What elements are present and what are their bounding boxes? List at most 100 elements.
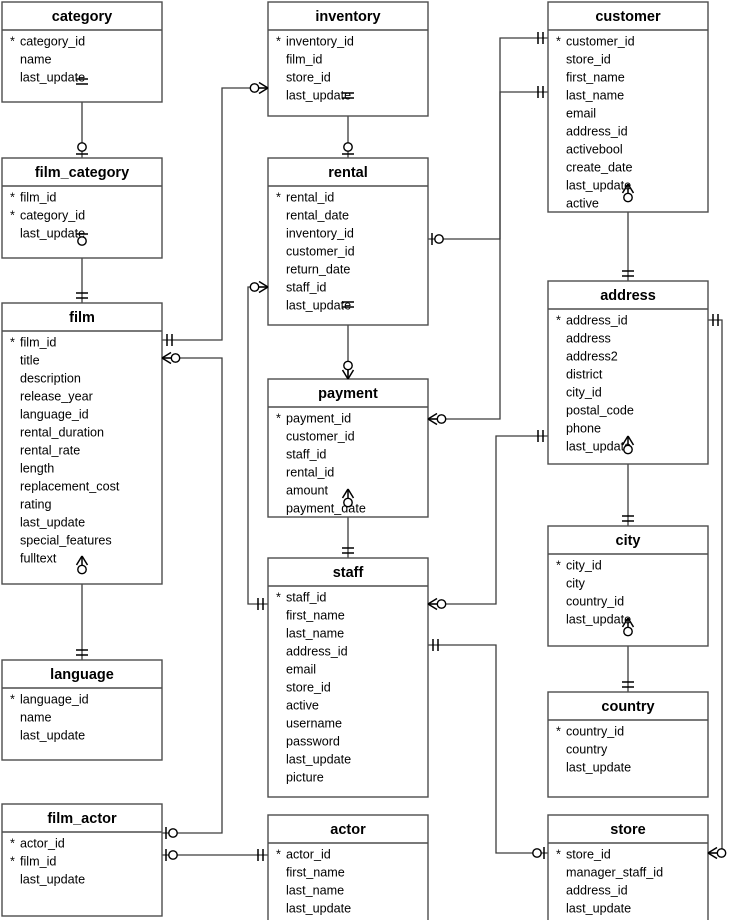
relationship-rental-customer[interactable] (428, 37, 548, 240)
entity-attribute: customer_id (286, 429, 355, 443)
entity-table-inventory[interactable]: inventory*inventory_idfilm_idstore_idlas… (267, 1, 429, 117)
entity-title: film (69, 310, 95, 326)
cardinality-rental-customer-from (431, 233, 444, 245)
entity-attribute: last_update (286, 752, 351, 766)
entity-attribute: staff_id (286, 447, 326, 461)
entity-attribute: description (20, 371, 81, 385)
cardinality-address-city-from (621, 435, 635, 455)
entity-outline (547, 814, 709, 920)
entity-outline (1, 1, 163, 103)
entity-attribute: address2 (566, 349, 618, 363)
entity-attribute: first_name (286, 608, 345, 622)
entity-title: staff (333, 565, 364, 581)
primary-key-marker: * (556, 847, 561, 861)
cardinality-film-language-to (76, 649, 88, 656)
entity-attribute: special_features (20, 533, 112, 547)
entity-outline (547, 1, 709, 213)
entity-attribute: length (20, 461, 54, 475)
entity-attribute: district (566, 367, 603, 381)
primary-key-marker: * (276, 847, 281, 861)
entity-attribute: country_id (566, 724, 624, 738)
primary-key-marker: * (276, 34, 281, 48)
entity-attribute: rating (20, 497, 52, 511)
cardinality-city-country-to (622, 681, 634, 688)
entity-attribute: username (286, 716, 342, 730)
entity-title: language (50, 667, 114, 683)
entity-attribute: language_id (20, 692, 89, 706)
cardinality-film-inventory-to (249, 81, 269, 95)
entity-table-store[interactable]: store*store_idmanager_staff_idaddress_id… (547, 814, 709, 920)
cardinality-address-store-to (707, 846, 727, 860)
entity-title: rental (328, 165, 368, 181)
cardinality-staff-address-from (427, 597, 447, 611)
entity-attribute: last_update (566, 760, 631, 774)
relationship-staff-store[interactable] (428, 644, 548, 854)
entity-attribute: film_id (20, 335, 56, 349)
entity-attribute: name (20, 52, 52, 66)
entity-attribute: email (566, 106, 596, 120)
primary-key-marker: * (10, 34, 15, 48)
entity-attribute: rental_duration (20, 425, 104, 439)
entity-outline (1, 302, 163, 585)
entity-attribute: phone (566, 421, 601, 435)
entity-attribute: store_id (566, 847, 611, 861)
entity-attribute: last_update (20, 728, 85, 742)
cardinality-customer-address-to (622, 270, 634, 277)
cardinality-staff-store-from (432, 639, 439, 651)
entity-table-rental[interactable]: rental*rental_idrental_dateinventory_idc… (267, 157, 429, 326)
entity-attribute: last_update (20, 226, 85, 240)
entity-table-address[interactable]: address*address_idaddressaddress2distric… (547, 280, 709, 465)
entity-attribute: last_update (566, 439, 631, 453)
cardinality-inventory-rental-to (342, 142, 354, 155)
entity-attribute: active (286, 698, 319, 712)
relationship-payment-customer[interactable] (428, 91, 548, 420)
entity-attribute: last_update (566, 612, 631, 626)
entity-outline (1, 803, 163, 917)
entity-attribute: last_name (566, 88, 624, 102)
entity-attribute: film_id (286, 52, 322, 66)
entity-attribute: rental_date (286, 208, 349, 222)
entity-attribute: country (566, 742, 608, 756)
relationship-film-film_actor[interactable] (162, 357, 223, 834)
relationship-film-inventory[interactable] (162, 87, 268, 341)
cardinality-rental-customer-to (537, 32, 544, 44)
relationship-address-store[interactable] (708, 319, 723, 854)
entity-attribute: staff_id (286, 590, 326, 604)
entity-table-actor[interactable]: actor*actor_idfirst_namelast_namelast_up… (267, 814, 429, 920)
entity-attribute: last_update (566, 178, 631, 192)
entity-attribute: inventory_id (286, 34, 354, 48)
entity-attribute: payment_date (286, 501, 366, 515)
entity-attribute: last_update (20, 515, 85, 529)
entity-attribute: first_name (286, 865, 345, 879)
entity-table-staff[interactable]: staff*staff_idfirst_namelast_nameaddress… (267, 557, 429, 798)
primary-key-marker: * (10, 190, 15, 204)
entity-attribute: staff_id (286, 280, 326, 294)
entity-attribute: rental_rate (20, 443, 80, 457)
entity-title: inventory (315, 9, 380, 25)
primary-key-marker: * (10, 854, 15, 868)
cardinality-address-store-from (712, 314, 719, 326)
cardinality-film_category-film-to (76, 292, 88, 299)
entity-attribute: customer_id (286, 244, 355, 258)
entity-attribute: password (286, 734, 340, 748)
relationship-staff-address[interactable] (428, 435, 548, 605)
relationship-staff-rental[interactable] (247, 286, 268, 605)
entity-title: film_category (35, 165, 129, 181)
entity-title: country (601, 699, 654, 715)
primary-key-marker: * (276, 411, 281, 425)
entity-table-customer[interactable]: customer*customer_idstore_idfirst_namela… (547, 1, 709, 213)
entity-attribute: manager_staff_id (566, 865, 663, 879)
entity-attribute: last_name (286, 883, 344, 897)
entity-attribute: film_id (20, 190, 56, 204)
primary-key-marker: * (10, 692, 15, 706)
relationship-links-layer (81, 37, 723, 856)
cardinality-staff-rental-from (257, 598, 264, 610)
entity-table-film[interactable]: film*film_idtitledescriptionrelease_year… (1, 302, 163, 585)
entity-attribute: replacement_cost (20, 479, 120, 493)
